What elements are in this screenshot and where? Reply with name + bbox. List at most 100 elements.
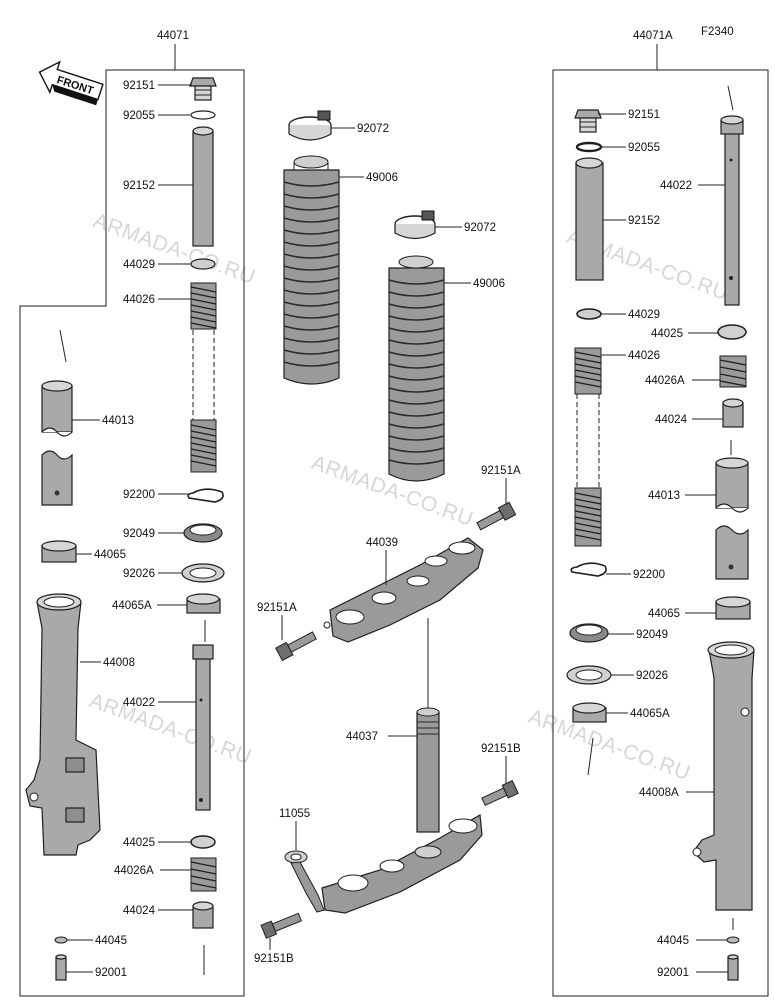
left-assembly-number: 44071 <box>157 30 189 42</box>
label-44013: 44013 <box>102 415 134 427</box>
center-callouts: 92072 49006 92072 49006 92151A 44039 921… <box>254 123 521 965</box>
label-92049: 92049 <box>123 528 155 540</box>
part-44022-damper-rod <box>192 620 214 811</box>
label-44065: 44065 <box>648 608 680 620</box>
part-44022-damper-rod-right <box>720 85 744 306</box>
part-92055-o-ring-right <box>575 141 603 153</box>
part-92200-circlip-right <box>570 562 607 577</box>
label-44024: 44024 <box>655 414 688 426</box>
label-92200: 92200 <box>123 489 155 501</box>
label-92001: 92001 <box>95 967 127 979</box>
part-44024-cylinder-right <box>722 398 744 428</box>
label-44045: 44045 <box>95 935 127 947</box>
part-92151A-bolt-top <box>476 501 517 531</box>
part-44008-outer-tube <box>25 593 101 856</box>
part-44008A-outer-tube-right <box>692 641 755 930</box>
part-44025-ring-right <box>717 324 747 340</box>
part-92151-cap-bolt-right <box>574 109 602 133</box>
label-44065A: 44065A <box>112 600 152 612</box>
part-44013-tube <box>41 329 73 506</box>
label-92152: 92152 <box>123 180 155 192</box>
part-44045-washer-right <box>726 936 740 944</box>
part-44065A-bushing <box>186 593 221 614</box>
label-44008: 44008 <box>103 657 135 669</box>
part-44025-ring <box>190 835 216 849</box>
part-92049-oil-seal-right <box>569 623 609 643</box>
label-49006: 49006 <box>473 278 505 290</box>
watermark: ARMADA-CO.RU <box>90 209 258 289</box>
part-44065-bushing <box>41 540 77 563</box>
label-92151: 92151 <box>628 109 660 121</box>
label-11055: 11055 <box>279 808 310 820</box>
part-92200-circlip <box>187 488 224 503</box>
part-44026A-spring-right <box>719 355 747 388</box>
label-92026: 92026 <box>123 568 155 580</box>
part-44029-washer-right <box>576 308 602 320</box>
part-44026A-spring <box>190 857 217 892</box>
label-44025: 44025 <box>123 837 155 849</box>
label-44022: 44022 <box>660 180 692 192</box>
left-assembly-frame <box>19 69 245 997</box>
part-92152-collar <box>192 126 214 247</box>
part-92072-clamp-b <box>394 210 436 240</box>
part-92055-o-ring <box>190 110 216 120</box>
label-49006: 49006 <box>366 172 398 184</box>
part-44026-spring-right <box>574 347 602 547</box>
part-44039-upper-bracket <box>323 537 484 643</box>
part-92001-bolt <box>55 954 67 981</box>
label-44039: 44039 <box>366 537 398 549</box>
label-44029: 44029 <box>123 259 155 271</box>
part-92049-oil-seal <box>183 523 223 543</box>
label-92072: 92072 <box>357 123 389 135</box>
label-44025: 44025 <box>651 328 683 340</box>
part-11055-bracket <box>284 850 325 913</box>
part-92151B-bolt-bottom <box>260 912 303 939</box>
label-92151B: 92151B <box>254 953 294 965</box>
part-44026-spring <box>190 282 217 473</box>
part-44065-bushing-right <box>715 596 751 620</box>
part-92072-clamp-a <box>288 110 332 141</box>
label-92055: 92055 <box>628 142 660 154</box>
part-49006-boot-b <box>388 255 445 482</box>
label-92152: 92152 <box>628 215 660 227</box>
label-44026: 44026 <box>123 294 155 306</box>
watermark: ARMADA-CO.RU <box>86 689 254 769</box>
part-44013-tube-right <box>715 440 749 580</box>
label-44065: 44065 <box>94 549 126 561</box>
part-44024-cylinder <box>192 901 214 975</box>
label-92026: 92026 <box>636 670 668 682</box>
part-49006-boot-a <box>283 155 340 385</box>
label-44045: 44045 <box>657 935 689 947</box>
label-44024: 44024 <box>123 905 156 917</box>
label-44065A: 44065A <box>630 708 670 720</box>
label-92151A: 92151A <box>481 465 521 477</box>
part-92151B-bolt-right <box>481 779 519 807</box>
label-92055: 92055 <box>123 110 155 122</box>
right-callouts: 92151 92055 44022 92152 44029 44025 4402… <box>598 109 728 979</box>
part-44029-washer <box>190 258 216 270</box>
part-92151-cap-bolt <box>189 77 217 101</box>
label-44037: 44037 <box>346 731 378 743</box>
label-44026A: 44026A <box>114 865 154 877</box>
label-92151: 92151 <box>123 80 155 92</box>
part-92001-bolt-right <box>727 954 739 981</box>
label-92049: 92049 <box>636 629 668 641</box>
label-92200: 92200 <box>633 569 665 581</box>
part-92026-washer <box>181 563 225 583</box>
part-92152-collar-right <box>575 157 604 281</box>
part-92151A-bolt-left <box>275 631 317 662</box>
right-assembly-number: 44071A <box>633 30 673 42</box>
label-44013: 44013 <box>648 490 680 502</box>
label-44026A: 44026A <box>645 375 685 387</box>
part-44045-washer <box>54 936 68 944</box>
front-arrow-icon: FRONT <box>38 60 104 106</box>
label-92151B: 92151B <box>481 743 521 755</box>
label-44026: 44026 <box>628 350 660 362</box>
part-44065A-bushing-right <box>572 702 607 776</box>
label-92151A: 92151A <box>257 602 297 614</box>
left-callouts: 92151 92055 92152 44029 44026 44013 9220… <box>66 80 196 979</box>
label-92001: 92001 <box>657 967 689 979</box>
label-44008A: 44008A <box>639 787 679 799</box>
